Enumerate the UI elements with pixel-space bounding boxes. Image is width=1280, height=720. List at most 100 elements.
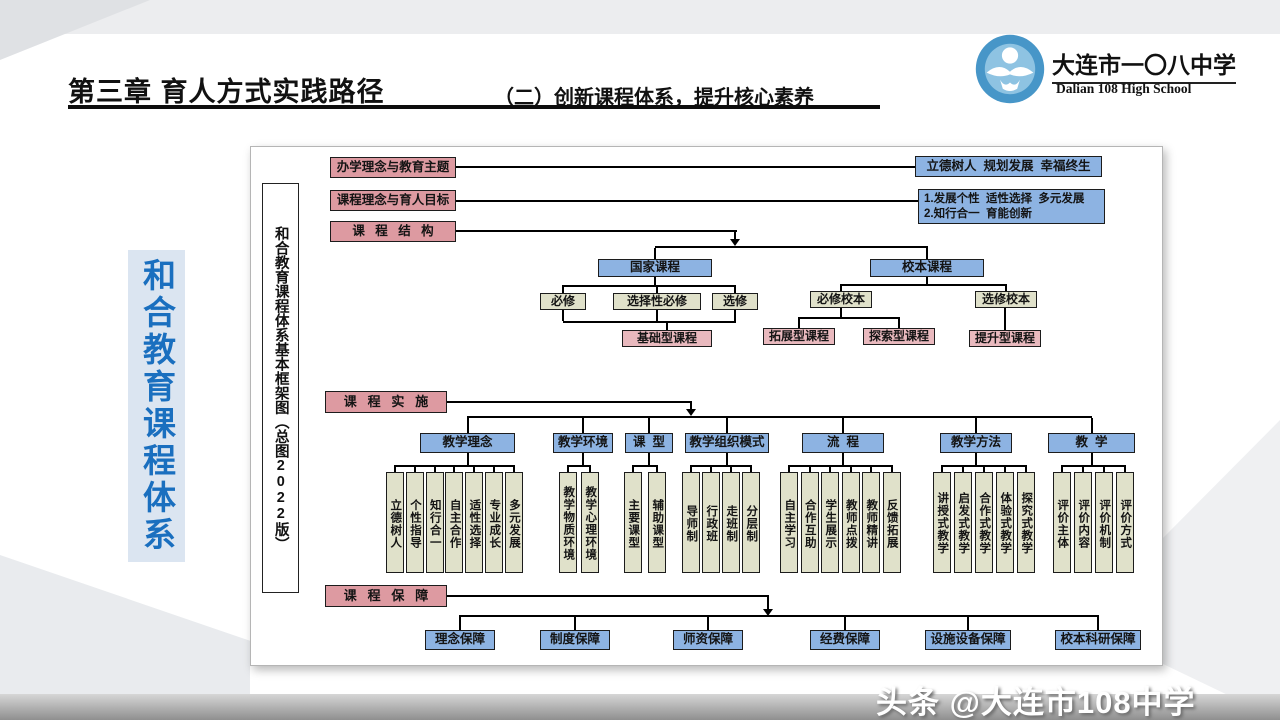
connector-line [648, 418, 650, 433]
course-structure-node: 课 程 结 构 [330, 221, 456, 242]
connector-line [691, 465, 751, 467]
course-type-node: 必修校本 [810, 291, 872, 308]
course-category-node: 拓展型课程 [763, 328, 835, 345]
connector-line [1004, 465, 1006, 472]
impl-item-node: 教学心理环境 [581, 472, 599, 573]
connector-line [726, 418, 728, 433]
impl-item-node: 自主合作 [445, 472, 464, 573]
connector-line [582, 418, 584, 433]
school-logo-icon [974, 33, 1046, 105]
connector-line [789, 465, 892, 467]
course-category-node: 探索型课程 [863, 328, 935, 345]
connector-line [666, 322, 668, 330]
connector-line [568, 465, 590, 467]
connector-line [1090, 418, 1093, 433]
course-type-node: 选择性必修 [613, 293, 701, 310]
connector-line [413, 465, 416, 472]
connector-line [726, 453, 728, 466]
side-banner: 和合教育课程体系 [128, 250, 185, 562]
connector-line [456, 230, 737, 232]
impl-category-node: 教学方法 [940, 433, 1012, 453]
section-subtitle: （二）创新课程体系，提升核心素养 [494, 87, 814, 109]
impl-item-node: 反馈拓展 [882, 472, 901, 573]
impl-item-node: 走班制 [722, 472, 740, 573]
side-banner-text: 和合教育课程体系 [138, 258, 176, 554]
arrow-down-icon [686, 409, 696, 416]
connector-line [799, 317, 900, 319]
connector-line [710, 465, 712, 472]
goal-value-line: 2.知行合一 育能创新 [924, 207, 1032, 220]
connector-line [493, 465, 495, 472]
watermark: 头条 @大连市108中学 [876, 685, 1196, 720]
curriculum-goal-node: 课程理念与育人目标 [330, 190, 456, 211]
connector-line [808, 465, 811, 472]
connector-line [459, 615, 461, 630]
connector-line [456, 200, 918, 202]
impl-item-node: 教师精讲 [862, 472, 880, 573]
connector-line [962, 465, 964, 472]
impl-item-node: 合作式教学 [975, 472, 993, 573]
impl-category-node: 教学理念 [420, 433, 515, 453]
connector-line [734, 310, 736, 321]
impl-item-node: 分层制 [742, 472, 760, 573]
connector-line [1124, 465, 1126, 472]
impl-category-node: 课 型 [625, 433, 673, 453]
impl-item-node: 讲授式教学 [933, 472, 951, 573]
impl-item-node: 专业成长 [485, 472, 503, 573]
connector-line [453, 465, 456, 472]
connector-line [562, 285, 564, 293]
connector-line [656, 285, 658, 293]
title-underline [68, 105, 880, 109]
connector-line [460, 615, 1098, 617]
impl-item-node: 体验式教学 [996, 472, 1014, 573]
connector-line [841, 284, 1007, 286]
connector-line [1082, 465, 1084, 472]
impl-item-node: 评价主体 [1053, 472, 1071, 573]
connector-line [654, 277, 656, 285]
impl-item-node: 教师点拨 [841, 472, 860, 573]
national-curriculum-node: 国家课程 [598, 259, 712, 277]
connector-line [1097, 615, 1099, 630]
connector-line [656, 310, 658, 321]
course-implementation-node: 课 程 实 施 [325, 391, 447, 413]
connector-line [840, 308, 842, 317]
connector-line [1103, 465, 1105, 472]
impl-item-node: 知行合一 [425, 472, 444, 573]
connector-line [750, 465, 752, 472]
impl-item-node: 教学物质环境 [559, 472, 577, 573]
arrow-down-icon [730, 239, 740, 246]
connector-line [512, 465, 515, 472]
connector-line [1062, 465, 1125, 467]
connector-line [707, 615, 709, 630]
connector-line [567, 465, 569, 472]
guarantee-node: 设施设备保障 [925, 630, 1011, 650]
frame-title: 和合教育课程体系基本框架图（总图2022版） [262, 183, 299, 593]
connector-line [473, 465, 476, 472]
school-name-en: Dalian 108 High School [1056, 81, 1192, 96]
impl-category-node: 教学组织模式 [685, 433, 769, 453]
impl-item-node: 立德树人 [386, 472, 404, 573]
connector-line [840, 284, 842, 291]
impl-item-node: 自主学习 [780, 472, 798, 573]
impl-item-node: 评价内容 [1074, 472, 1092, 573]
connector-line [589, 465, 591, 472]
connector-line [767, 595, 769, 609]
school-name-cn: 大连市一〇八中学 [1052, 46, 1236, 84]
connector-line [975, 418, 977, 433]
connector-line [842, 418, 844, 433]
arrow-down-icon [763, 609, 773, 616]
impl-item-node: 合作互助 [800, 472, 819, 573]
connector-line [941, 465, 943, 472]
course-category-node: 基础型课程 [622, 330, 712, 347]
connector-line [574, 615, 576, 630]
impl-item-node: 个性指导 [405, 472, 424, 573]
impl-item-node: 适性选择 [465, 472, 484, 573]
impl-item-node: 主要课型 [624, 472, 642, 573]
connector-line [734, 285, 736, 293]
course-type-node: 必修 [540, 293, 586, 310]
connector-line [898, 317, 900, 328]
connector-line [656, 465, 658, 472]
connector-line [1025, 465, 1027, 472]
connector-line [1090, 453, 1093, 466]
